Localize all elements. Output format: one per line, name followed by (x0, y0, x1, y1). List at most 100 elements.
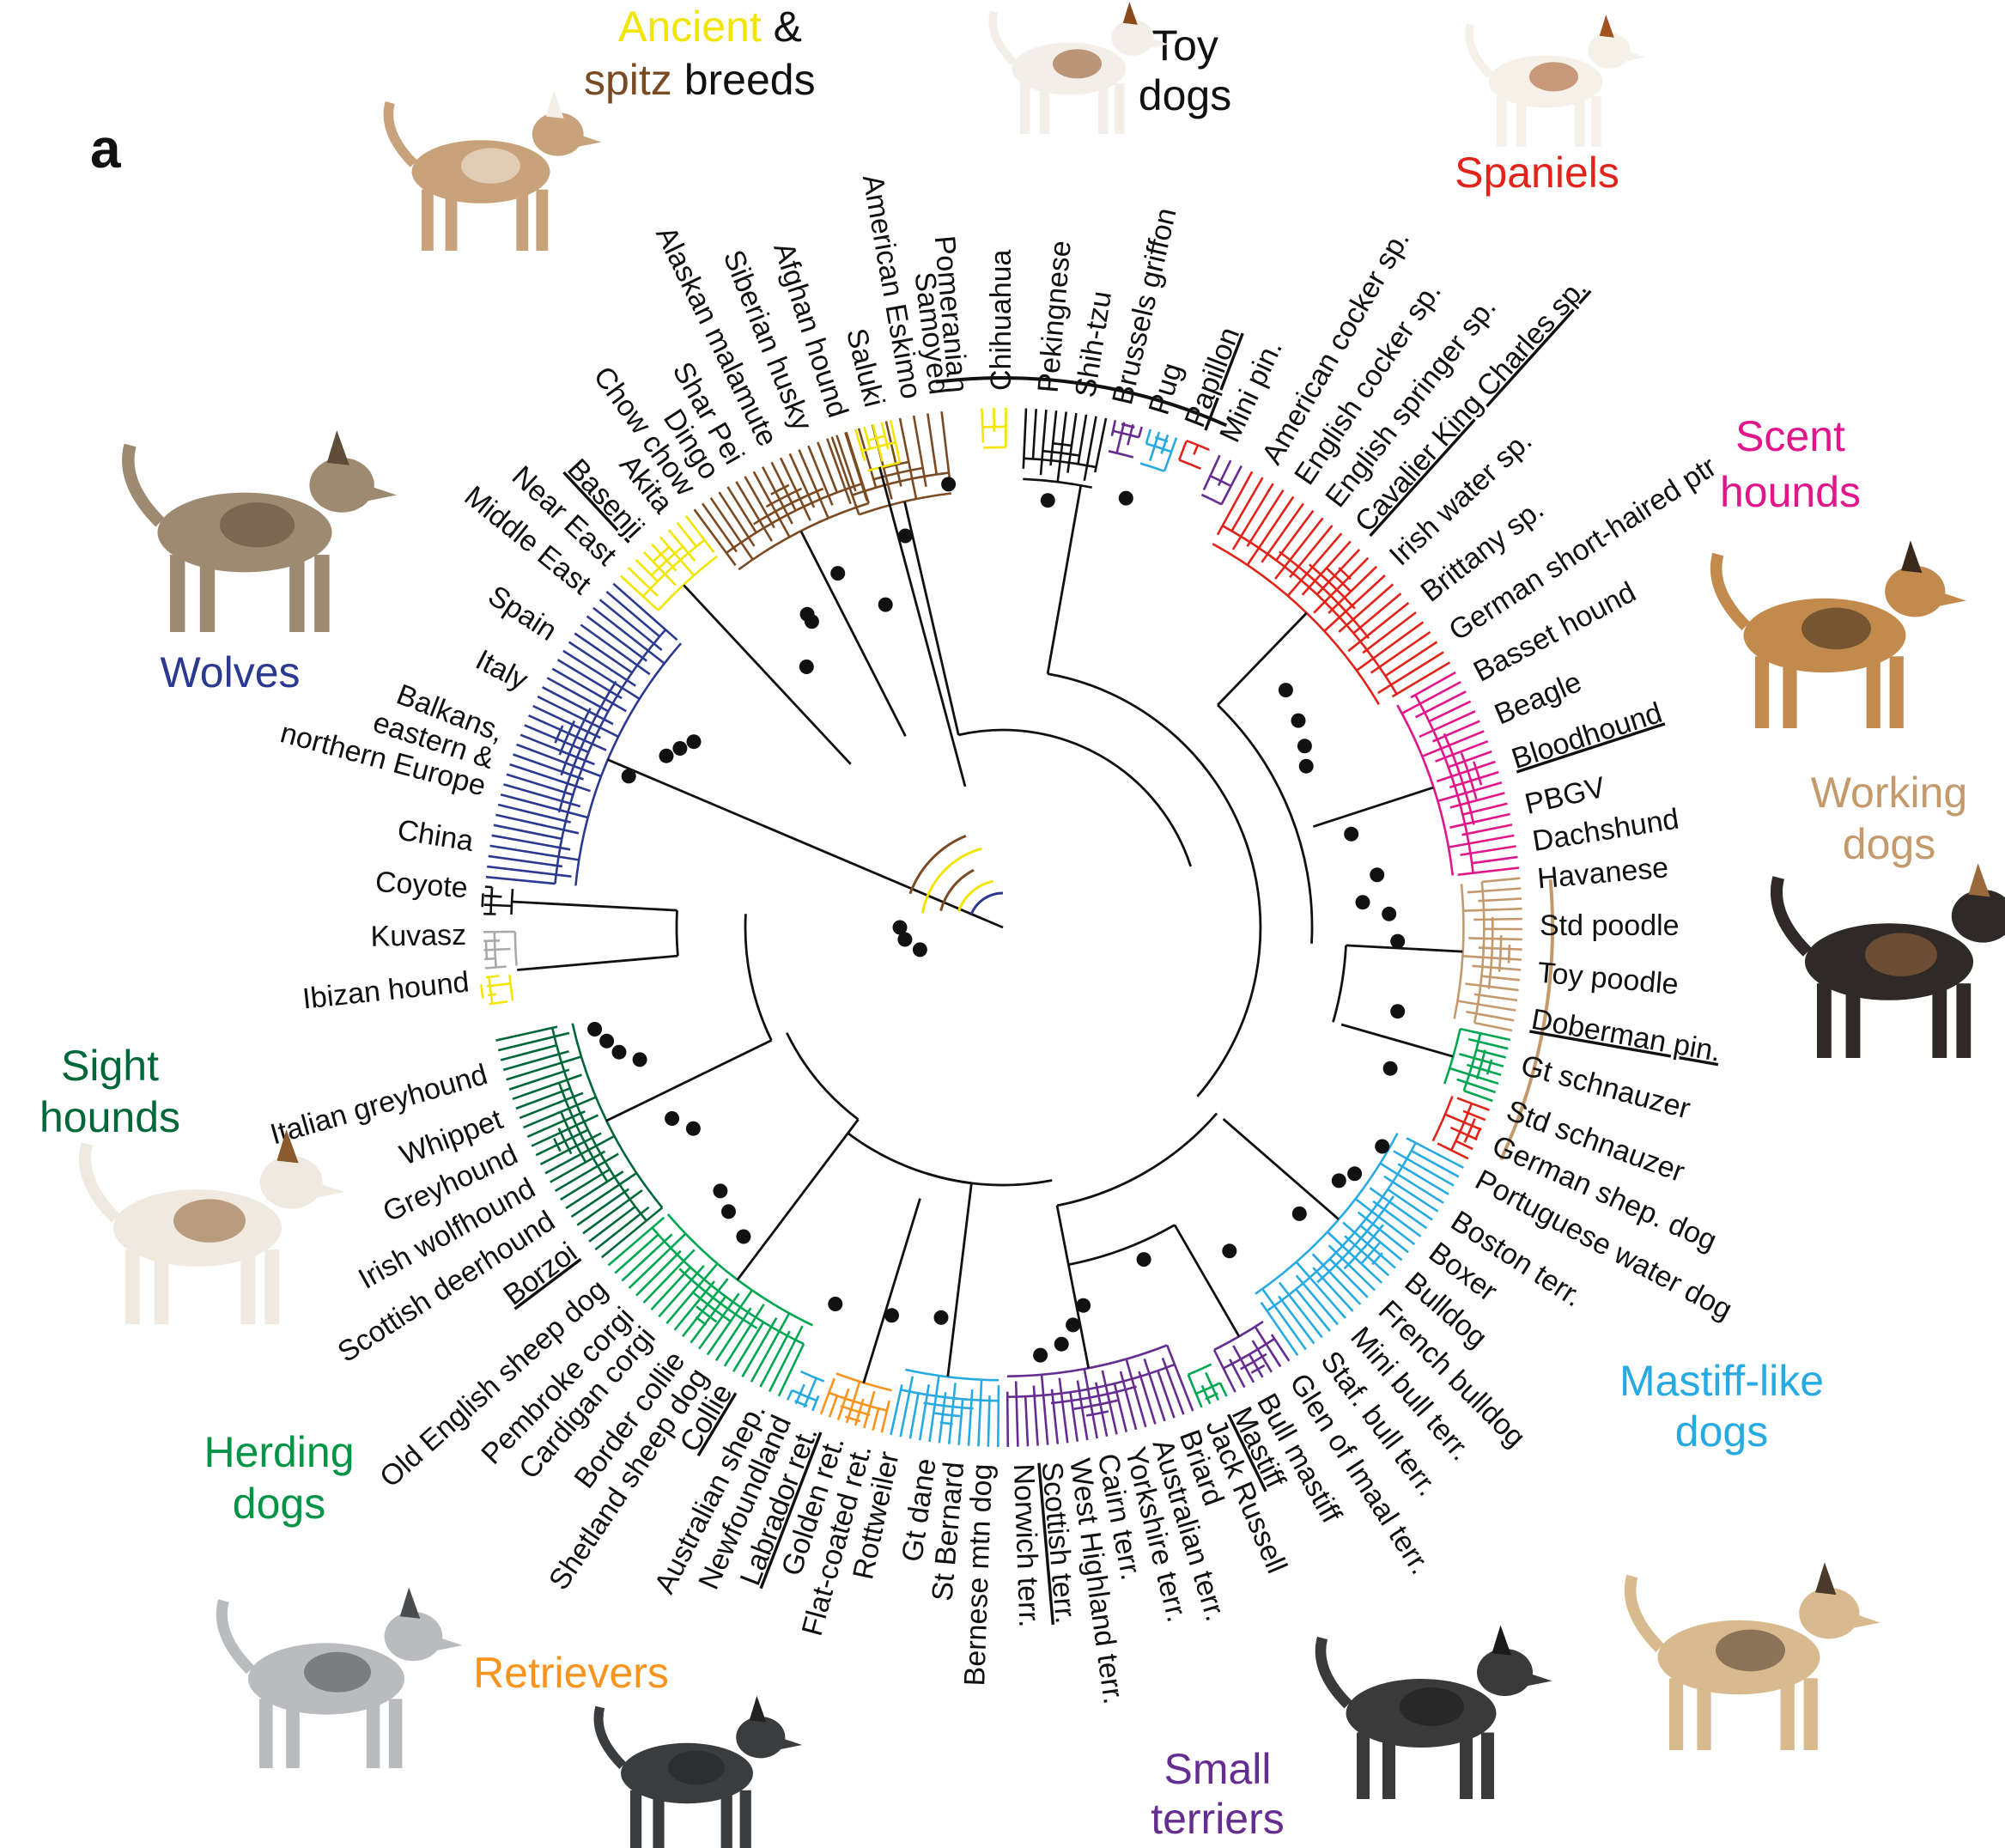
leaf-branch (1295, 1261, 1346, 1319)
leaf-branch (1347, 601, 1410, 653)
internal-arc (488, 976, 494, 1005)
leaf-branch (1468, 937, 1522, 941)
bootstrap-node (686, 734, 702, 750)
leaf-branch (981, 408, 985, 443)
leaf-branch (819, 1377, 835, 1415)
leaf-branch (1006, 1391, 1010, 1448)
internal-arc (1472, 761, 1483, 786)
leaf-branch (1472, 855, 1518, 865)
leaf-branch (1138, 1371, 1157, 1425)
clade-papillon (1178, 439, 1211, 470)
breed-label: Italy (471, 643, 533, 696)
leaf-branch (546, 677, 610, 713)
bootstrap-node (892, 920, 908, 935)
internal-arc (480, 984, 484, 999)
leaf-branch (1411, 1149, 1460, 1178)
leaf-branch (912, 415, 927, 487)
leaf-branch (1145, 429, 1152, 444)
leaf-branch (574, 632, 633, 674)
leaf-branch (1437, 781, 1503, 803)
leaf-branch (1421, 730, 1485, 758)
leaf-branch (1481, 975, 1521, 982)
leaf-branch (826, 438, 852, 505)
internal-arc (1308, 563, 1356, 610)
breed-label: Std poodle (1540, 909, 1680, 942)
bootstrap-node (736, 1229, 751, 1244)
leaf-branch (1448, 834, 1515, 848)
leaf-branch (1384, 641, 1438, 678)
clade-toy (1022, 408, 1108, 489)
leaf-branch (1058, 1377, 1069, 1444)
leaf-branch (1094, 417, 1108, 473)
clade-base-arc (1188, 1363, 1212, 1376)
bootstrap-node (1347, 1166, 1363, 1182)
leaf-branch (1457, 866, 1520, 876)
group-title-part: dogs (1675, 1407, 1768, 1456)
leaf-branch (863, 1390, 876, 1429)
internal-arc (1266, 1142, 1417, 1312)
leaf-branch (483, 903, 512, 908)
leaf-branch (1313, 556, 1370, 614)
leaf-branch (1387, 1188, 1433, 1221)
clade-scent (1396, 671, 1520, 876)
internal-arc (1186, 439, 1210, 451)
leaf-branch (1414, 690, 1467, 719)
leaf-branch (744, 476, 775, 529)
leaf-branch (1338, 583, 1394, 633)
leaf-branch (485, 875, 556, 885)
bootstrap-node (1382, 906, 1397, 921)
leaf-branch (676, 521, 697, 548)
internal-arc (726, 482, 863, 554)
bootstrap-node (1331, 1173, 1346, 1188)
leaf-branch (1050, 1389, 1060, 1444)
clade-base-arc (1108, 450, 1134, 459)
leaf-branch (889, 420, 902, 463)
bootstrap-node (878, 597, 893, 612)
internal-arc (493, 932, 497, 968)
leaf-branch (830, 436, 860, 515)
leaf-branch (500, 793, 589, 819)
leaf-branch (880, 1400, 890, 1433)
backbone-arc (1217, 703, 1314, 944)
leaf-branch (1449, 770, 1499, 789)
group-title-part: Spaniels (1455, 149, 1619, 197)
basal-ring-arc (969, 891, 1004, 915)
leaf-branch (1278, 1295, 1315, 1345)
leaf-branch (1456, 1097, 1490, 1111)
backbone-arc (786, 1032, 860, 1121)
internal-arc (557, 680, 617, 813)
leaf-branch (1419, 710, 1476, 739)
leaf-branch (1220, 465, 1242, 505)
leaf-branch (854, 429, 866, 462)
leaf-branch (483, 939, 501, 943)
bootstrap-node (1355, 895, 1370, 910)
leaf-branch (845, 431, 870, 504)
group-title-part: Small (1164, 1745, 1271, 1793)
leaf-branch (519, 733, 595, 766)
leaf-branch (508, 1068, 570, 1091)
leaf-branch (592, 606, 665, 665)
clade-base-arc (1431, 1096, 1454, 1142)
leaf-branch (681, 1278, 729, 1338)
leaf-branch (1401, 680, 1461, 714)
group-title-part: & (762, 3, 802, 51)
internal-arc (883, 460, 909, 469)
bootstrap-node (685, 1121, 701, 1136)
leaf-branch (1462, 1109, 1486, 1122)
leaf-branch (1157, 1370, 1176, 1419)
internal-arc (1486, 1059, 1493, 1075)
leaf-branch (938, 1392, 947, 1444)
bootstrap-node (1382, 1061, 1398, 1076)
internal-arc (1205, 1392, 1218, 1401)
backbone-radial (1312, 786, 1434, 828)
bootstrap-node (897, 932, 913, 947)
leaf-branch (709, 496, 754, 561)
leaf-branch (550, 1150, 606, 1183)
leaf-branch (1328, 565, 1378, 614)
leaf-branch (1467, 887, 1522, 894)
leaf-branch (541, 686, 614, 726)
backbone-radial (607, 758, 1004, 929)
internal-arc (1007, 1363, 1176, 1398)
bootstrap-node (599, 1033, 615, 1049)
bootstrap-node (1278, 683, 1293, 698)
